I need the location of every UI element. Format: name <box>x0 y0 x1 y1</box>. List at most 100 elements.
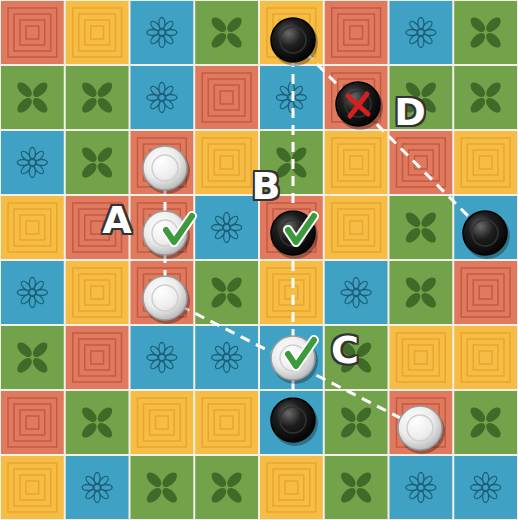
tile-pattern <box>15 355 35 375</box>
tile-pattern <box>403 210 423 230</box>
tile-pattern <box>149 20 162 33</box>
floor-tile <box>454 131 517 194</box>
tile-pattern <box>473 488 486 501</box>
dashed-line <box>293 40 485 233</box>
tile-pattern <box>356 280 369 293</box>
black-piece <box>336 82 383 130</box>
tile-pattern <box>223 224 231 232</box>
tile-pattern <box>397 138 446 187</box>
tile-face <box>195 66 258 129</box>
piece-body <box>143 276 187 320</box>
tile-pattern <box>354 420 374 440</box>
tile-pattern <box>28 159 36 167</box>
floor-tile <box>390 456 453 519</box>
tile-pattern <box>79 274 116 311</box>
floor-tile <box>66 391 129 454</box>
tile-face <box>325 131 388 194</box>
floor-tile <box>1 261 64 324</box>
tile-pattern <box>484 405 504 425</box>
tile-face <box>454 326 517 389</box>
tile-pattern <box>14 404 51 441</box>
floor-tile <box>260 326 323 389</box>
tile-pattern <box>84 475 97 488</box>
tile-pattern <box>468 15 488 35</box>
tile-pattern <box>158 354 166 362</box>
tile-pattern <box>227 358 240 371</box>
tile-face <box>195 326 258 389</box>
tile-pattern <box>8 463 57 512</box>
tile-pattern <box>332 138 381 187</box>
floor-tile <box>454 196 517 259</box>
tile-face <box>325 66 388 129</box>
tile-pattern <box>97 475 110 488</box>
floor-tile <box>390 131 453 194</box>
tile-pattern <box>20 215 45 240</box>
white-piece <box>271 336 318 384</box>
tile-pattern <box>149 85 162 98</box>
tile-pattern <box>473 475 486 488</box>
tile-face <box>195 196 258 259</box>
tile-face <box>195 456 258 519</box>
tile-pattern <box>408 33 421 46</box>
tile-pattern <box>84 488 97 501</box>
tile-face <box>131 66 194 129</box>
tile-pattern <box>220 156 233 169</box>
tile-face <box>260 456 323 519</box>
floor-tile <box>131 391 194 454</box>
floor-tile <box>1 131 64 194</box>
tile-pattern <box>138 398 187 447</box>
tile-pattern <box>220 91 233 104</box>
tile-pattern <box>484 15 504 35</box>
floor-tile <box>390 261 453 324</box>
tile-pattern <box>344 150 369 175</box>
tile-face <box>66 391 129 454</box>
tile-pattern <box>354 470 374 490</box>
tile-pattern <box>417 29 425 37</box>
tile-pattern <box>403 225 423 245</box>
tile-pattern <box>158 94 166 102</box>
tile-pattern <box>421 475 434 488</box>
tile-pattern <box>160 485 180 505</box>
tile-pattern <box>32 150 45 163</box>
tile-pattern <box>225 275 245 295</box>
floor-tile <box>260 66 323 129</box>
tile-pattern <box>274 145 294 165</box>
tile-pattern <box>8 203 57 252</box>
tile-pattern <box>32 163 45 176</box>
position-letter: C <box>331 331 359 369</box>
tile-pattern <box>85 280 110 305</box>
tile-pattern <box>79 420 99 440</box>
piece-body <box>271 211 315 255</box>
floor-tile <box>131 66 194 129</box>
tile-face <box>1 66 64 129</box>
tile-face <box>390 456 453 519</box>
tile-pattern <box>79 405 99 425</box>
tile-pattern <box>267 268 316 317</box>
floor-tile <box>195 456 258 519</box>
tile-pattern <box>344 215 369 240</box>
tile-pattern <box>468 80 488 100</box>
tile-face <box>1 196 64 259</box>
tile-pattern <box>20 280 33 293</box>
tile-pattern <box>225 485 245 505</box>
tile-pattern <box>144 485 164 505</box>
tile-pattern <box>279 280 304 305</box>
check-mark <box>166 216 192 242</box>
tile-face <box>260 391 323 454</box>
tile-pattern <box>97 488 110 501</box>
tile-pattern <box>403 144 440 181</box>
tile-pattern <box>26 481 39 494</box>
tile-pattern <box>419 290 439 310</box>
floor-tile <box>390 326 453 389</box>
tile-pattern <box>8 8 57 57</box>
tile-pattern <box>30 95 50 115</box>
tile-pattern <box>209 275 229 295</box>
tile-pattern <box>162 98 175 111</box>
floor-tile <box>1 196 64 259</box>
tile-pattern <box>208 404 245 441</box>
tile-face <box>325 1 388 64</box>
tile-pattern <box>344 20 369 45</box>
piece-body <box>271 336 315 380</box>
floor-tile <box>454 66 517 129</box>
